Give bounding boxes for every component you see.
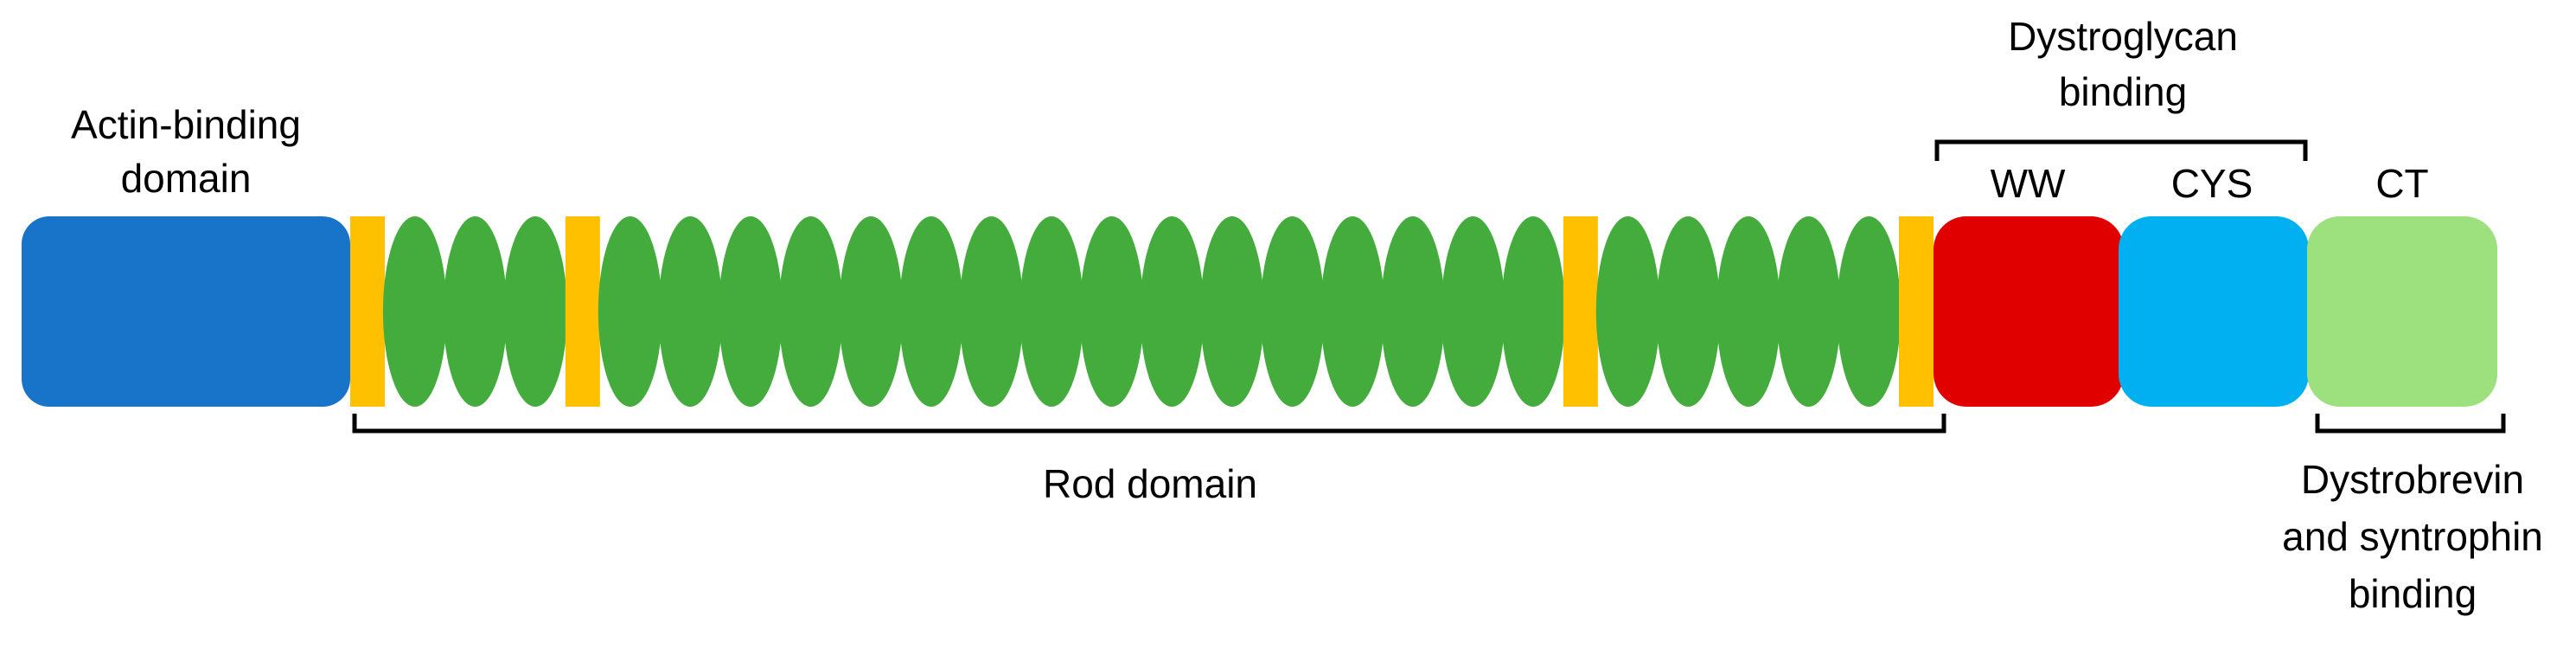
spectrin-repeat-5: [658, 216, 723, 407]
spectrin-repeat-11: [1020, 216, 1083, 407]
ww-domain-block: [1934, 216, 2124, 407]
ct-label: CT: [2375, 161, 2428, 206]
spectrin-repeat-20: [1595, 216, 1660, 407]
dystrobrevin-binding-bracket: [2315, 414, 2506, 434]
spectrin-repeat-3: [503, 216, 567, 407]
actin-binding-label-line2: domain: [121, 156, 252, 201]
spectrin-repeat-18: [1441, 216, 1505, 407]
actin-binding-domain-block: [22, 216, 350, 407]
spectrin-repeat-8: [839, 216, 904, 407]
rod-domain-bracket: [352, 414, 1946, 434]
hinge-region-1: [350, 216, 385, 407]
spectrin-repeat-16: [1320, 216, 1385, 407]
spectrin-repeat-21: [1656, 216, 1721, 407]
hinge-region-4: [1899, 216, 1934, 407]
spectrin-repeat-14: [1200, 216, 1264, 407]
spectrin-repeat-4: [598, 216, 662, 407]
spectrin-repeat-19: [1501, 216, 1565, 407]
hinge-region-2: [565, 216, 600, 407]
dystrobrevin-binding-label-line2: and syntrophin: [2282, 514, 2543, 559]
spectrin-repeat-13: [1140, 216, 1205, 407]
spectrin-repeat-17: [1380, 216, 1445, 407]
dystroglycan-binding-label-line1: Dystroglycan: [2008, 14, 2238, 59]
dystroglycan-binding-bracket: [1934, 139, 2308, 161]
spectrin-repeat-15: [1260, 216, 1325, 407]
spectrin-repeat-24: [1837, 216, 1902, 407]
actin-binding-label-line1: Actin-binding: [71, 102, 301, 147]
spectrin-repeat-22: [1716, 216, 1780, 407]
rod-domain-group: [350, 216, 1934, 407]
spectrin-repeat-10: [959, 216, 1024, 407]
spectrin-repeat-6: [719, 216, 783, 407]
dystroglycan-binding-label-line2: binding: [2059, 69, 2187, 114]
ww-label: WW: [1991, 161, 2066, 206]
hinge-region-3: [1563, 216, 1598, 407]
spectrin-repeat-23: [1776, 216, 1841, 407]
spectrin-repeat-12: [1079, 216, 1144, 407]
rod-domain-label: Rod domain: [1043, 461, 1257, 506]
cys-label: CYS: [2171, 161, 2253, 206]
dystrobrevin-binding-label-line3: binding: [2349, 571, 2477, 616]
spectrin-repeat-9: [898, 216, 963, 407]
spectrin-repeat-7: [778, 216, 843, 407]
spectrin-repeat-2: [443, 216, 508, 407]
cys-domain-block: [2119, 216, 2309, 407]
spectrin-repeat-1: [382, 216, 447, 407]
ct-domain-block: [2307, 216, 2497, 407]
dystrobrevin-binding-label-line1: Dystrobrevin: [2301, 457, 2524, 502]
